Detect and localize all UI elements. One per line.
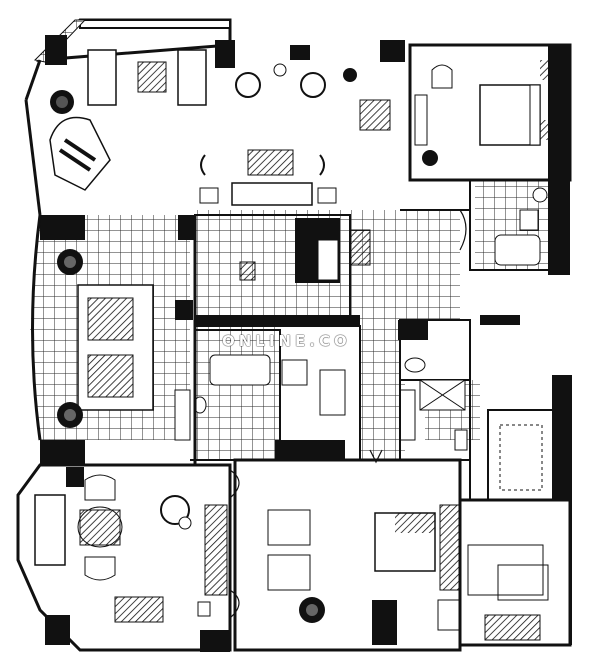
kitchen [175, 214, 371, 327]
bath-2 [398, 315, 520, 451]
watermark-text: ONLINE.CO [222, 332, 351, 350]
walls [190, 209, 471, 619]
dining-room [31, 214, 154, 465]
bedroom-3 [204, 458, 466, 652]
master-bath [469, 179, 551, 271]
family-room [16, 463, 232, 652]
living-room [24, 18, 405, 240]
bedroom-4 [458, 498, 572, 647]
master-bedroom [408, 43, 572, 275]
